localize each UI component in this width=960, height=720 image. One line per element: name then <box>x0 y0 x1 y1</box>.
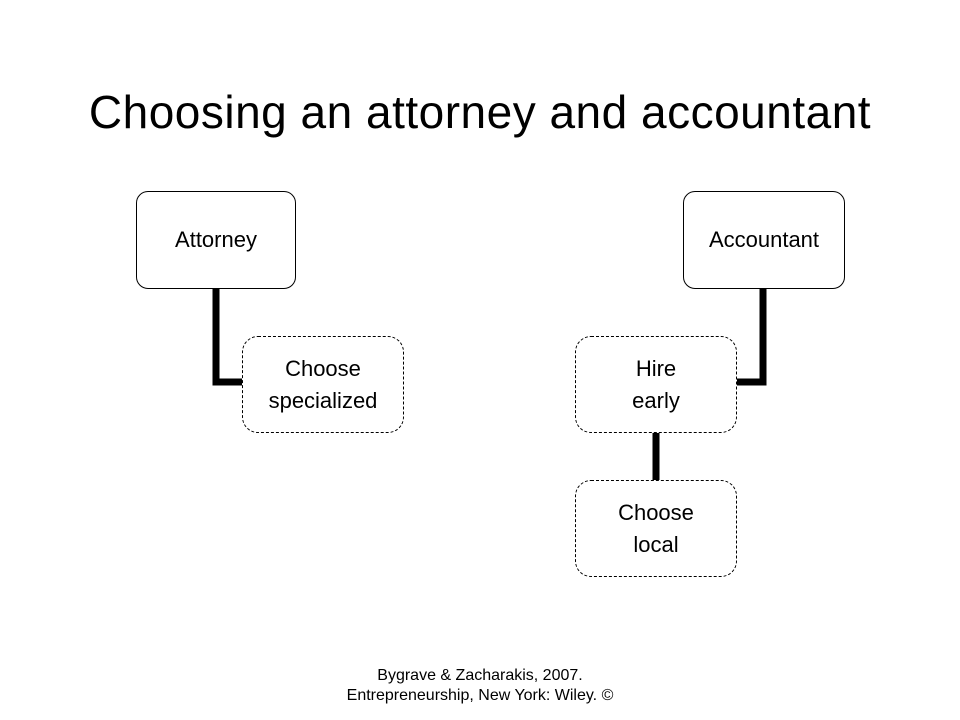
hire-early-label: Hire early <box>632 355 680 413</box>
choose-specialized-label: Choose specialized <box>268 355 378 413</box>
attorney-label: Attorney <box>175 227 257 252</box>
connector-attorney-specialized <box>212 288 242 386</box>
slide-title: Choosing an attorney and accountant <box>88 86 872 138</box>
attorney-node: Attorney <box>136 191 296 289</box>
choose-local-node: Choose local <box>575 480 737 577</box>
citation-footer: Bygrave & Zacharakis, 2007. Entrepreneur… <box>346 667 614 704</box>
connector-accountant-hire-early <box>736 288 767 386</box>
choose-specialized-node: Choose specialized <box>242 336 404 433</box>
accountant-node: Accountant <box>683 191 845 289</box>
accountant-label: Accountant <box>708 227 820 252</box>
hire-early-node: Hire early <box>575 336 737 433</box>
choose-local-label: Choose local <box>618 499 694 557</box>
